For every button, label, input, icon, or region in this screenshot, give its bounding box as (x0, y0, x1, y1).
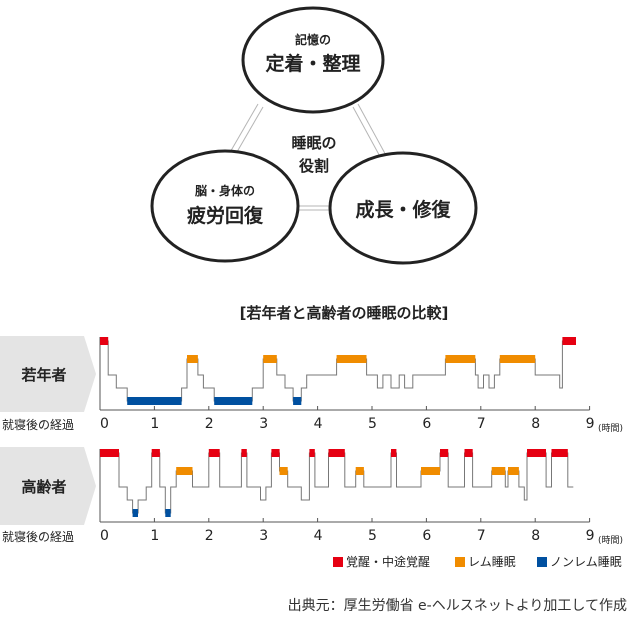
hypnogram-line (100, 452, 574, 514)
sleep-stage-block-wake (328, 449, 345, 457)
sleep-stage-block-wake (551, 449, 568, 457)
xaxis-tick-label: 1 (150, 416, 159, 432)
xaxis-unit-young: (時間) (598, 423, 623, 434)
xaxis-tick-label: 4 (314, 528, 323, 544)
xaxis-tick-label: 3 (259, 416, 268, 432)
sleep-stage-block-wake (562, 337, 576, 345)
legend-swatch-wake (333, 557, 343, 567)
xaxis-tick-label: 9 (586, 416, 595, 432)
sleep-stage-block-wake (100, 337, 109, 345)
sleep-stage-block-rem (279, 467, 288, 475)
legend-label-wake: 覚醒・中途覚醒 (346, 554, 430, 569)
sleep-stage-block-deep (293, 397, 302, 405)
sleep-stage-block-deep (132, 509, 138, 517)
sleep-stage-block-deep (165, 509, 171, 517)
sleep-stage-block-rem (508, 467, 519, 475)
growth-big-label: 成長・修復 (355, 198, 451, 221)
chart-title: [若年者と高齢者の睡眠の比較] (240, 304, 449, 322)
xaxis-tick-label: 7 (477, 416, 486, 432)
legend-swatch-rem (455, 557, 465, 567)
sleep-stage-block-rem (445, 355, 476, 363)
xaxis-tick-label: 8 (531, 416, 540, 432)
sleep-stage-block-wake (391, 449, 397, 457)
sleep-stage-block-wake (440, 449, 449, 457)
xaxis-tick-label: 0 (100, 528, 109, 544)
legend-label-nonrem: ノンレム睡眠 (550, 555, 622, 569)
xaxis-tick-label: 9 (586, 528, 595, 544)
memory-circle (241, 6, 385, 114)
xaxis-tick-label: 6 (422, 528, 431, 544)
fatigue-big-label: 疲労回復 (187, 204, 264, 227)
center-label-line1: 睡眠の (291, 134, 336, 152)
xaxis-tick-label: 5 (368, 528, 377, 544)
sleep-stage-block-deep (214, 397, 253, 405)
sleep-stage-block-wake (241, 449, 247, 457)
memory-big-label: 定着・整理 (265, 52, 360, 75)
center-label-line2: 役割 (299, 157, 329, 175)
elderly-hypnogram (99, 449, 591, 523)
xaxis-tick-label: 2 (205, 528, 214, 544)
sleep-stage-block-rem (355, 467, 364, 475)
sleep-stage-block-rem (176, 467, 193, 475)
xaxis-label-elderly: 就寝後の経過 (2, 529, 74, 544)
xaxis-tick-label: 1 (150, 528, 159, 544)
elderly-label-tab (0, 447, 96, 525)
xaxis-tick-label: 3 (259, 528, 268, 544)
young-hypnogram (99, 337, 591, 411)
xaxis-tick-label: 8 (531, 528, 540, 544)
sleep-stage-block-wake (100, 449, 119, 457)
fatigue-small-label: 脳・身体の (195, 183, 255, 198)
growth-circle (328, 151, 478, 265)
xaxis-tick-label: 2 (205, 416, 214, 432)
sleep-stage-block-wake (271, 449, 280, 457)
xaxis-tick-label: 6 (422, 416, 431, 432)
xaxis-ticks-young: 0 1 2 3 4 5 6 7 8 9 (100, 416, 595, 432)
sleep-stage-block-rem (187, 355, 198, 363)
young-row-label: 若年者 (20, 366, 66, 384)
xaxis-tick-label: 0 (100, 416, 109, 432)
xaxis-tick-label: 4 (314, 416, 323, 432)
xaxis-tick-label: 5 (368, 416, 377, 432)
sleep-stage-block-rem (491, 467, 506, 475)
sleep-stage-block-deep (127, 397, 182, 405)
xaxis-unit-elderly: (時間) (598, 535, 623, 546)
memory-small-label: 記憶の (295, 32, 331, 47)
xaxis-ticks-elderly: 0 1 2 3 4 5 6 7 8 9 (100, 528, 595, 544)
source-note: 出典元：厚生労働省 e-ヘルスネットより加工して作成 (288, 598, 627, 614)
sleep-stage-block-rem (499, 355, 536, 363)
legend-label-rem: レム睡眠 (468, 555, 516, 569)
sleep-stage-block-wake (208, 449, 220, 457)
xaxis-label-young: 就寝後の経過 (2, 417, 74, 432)
sleep-stage-block-wake (151, 449, 160, 457)
sleep-stage-block-rem (336, 355, 367, 363)
sleep-stage-block-wake (464, 449, 473, 457)
fatigue-circle (150, 149, 300, 263)
sleep-stage-block-rem (263, 355, 277, 363)
young-label-tab (0, 336, 96, 412)
elderly-row-label: 高齢者 (21, 478, 66, 496)
xaxis-tick-label: 7 (477, 528, 486, 544)
sleep-stage-block-rem (421, 467, 440, 475)
legend-swatch-nonrem (537, 557, 547, 567)
sleep-stage-block-wake (527, 449, 546, 457)
sleep-stage-block-wake (309, 449, 315, 457)
